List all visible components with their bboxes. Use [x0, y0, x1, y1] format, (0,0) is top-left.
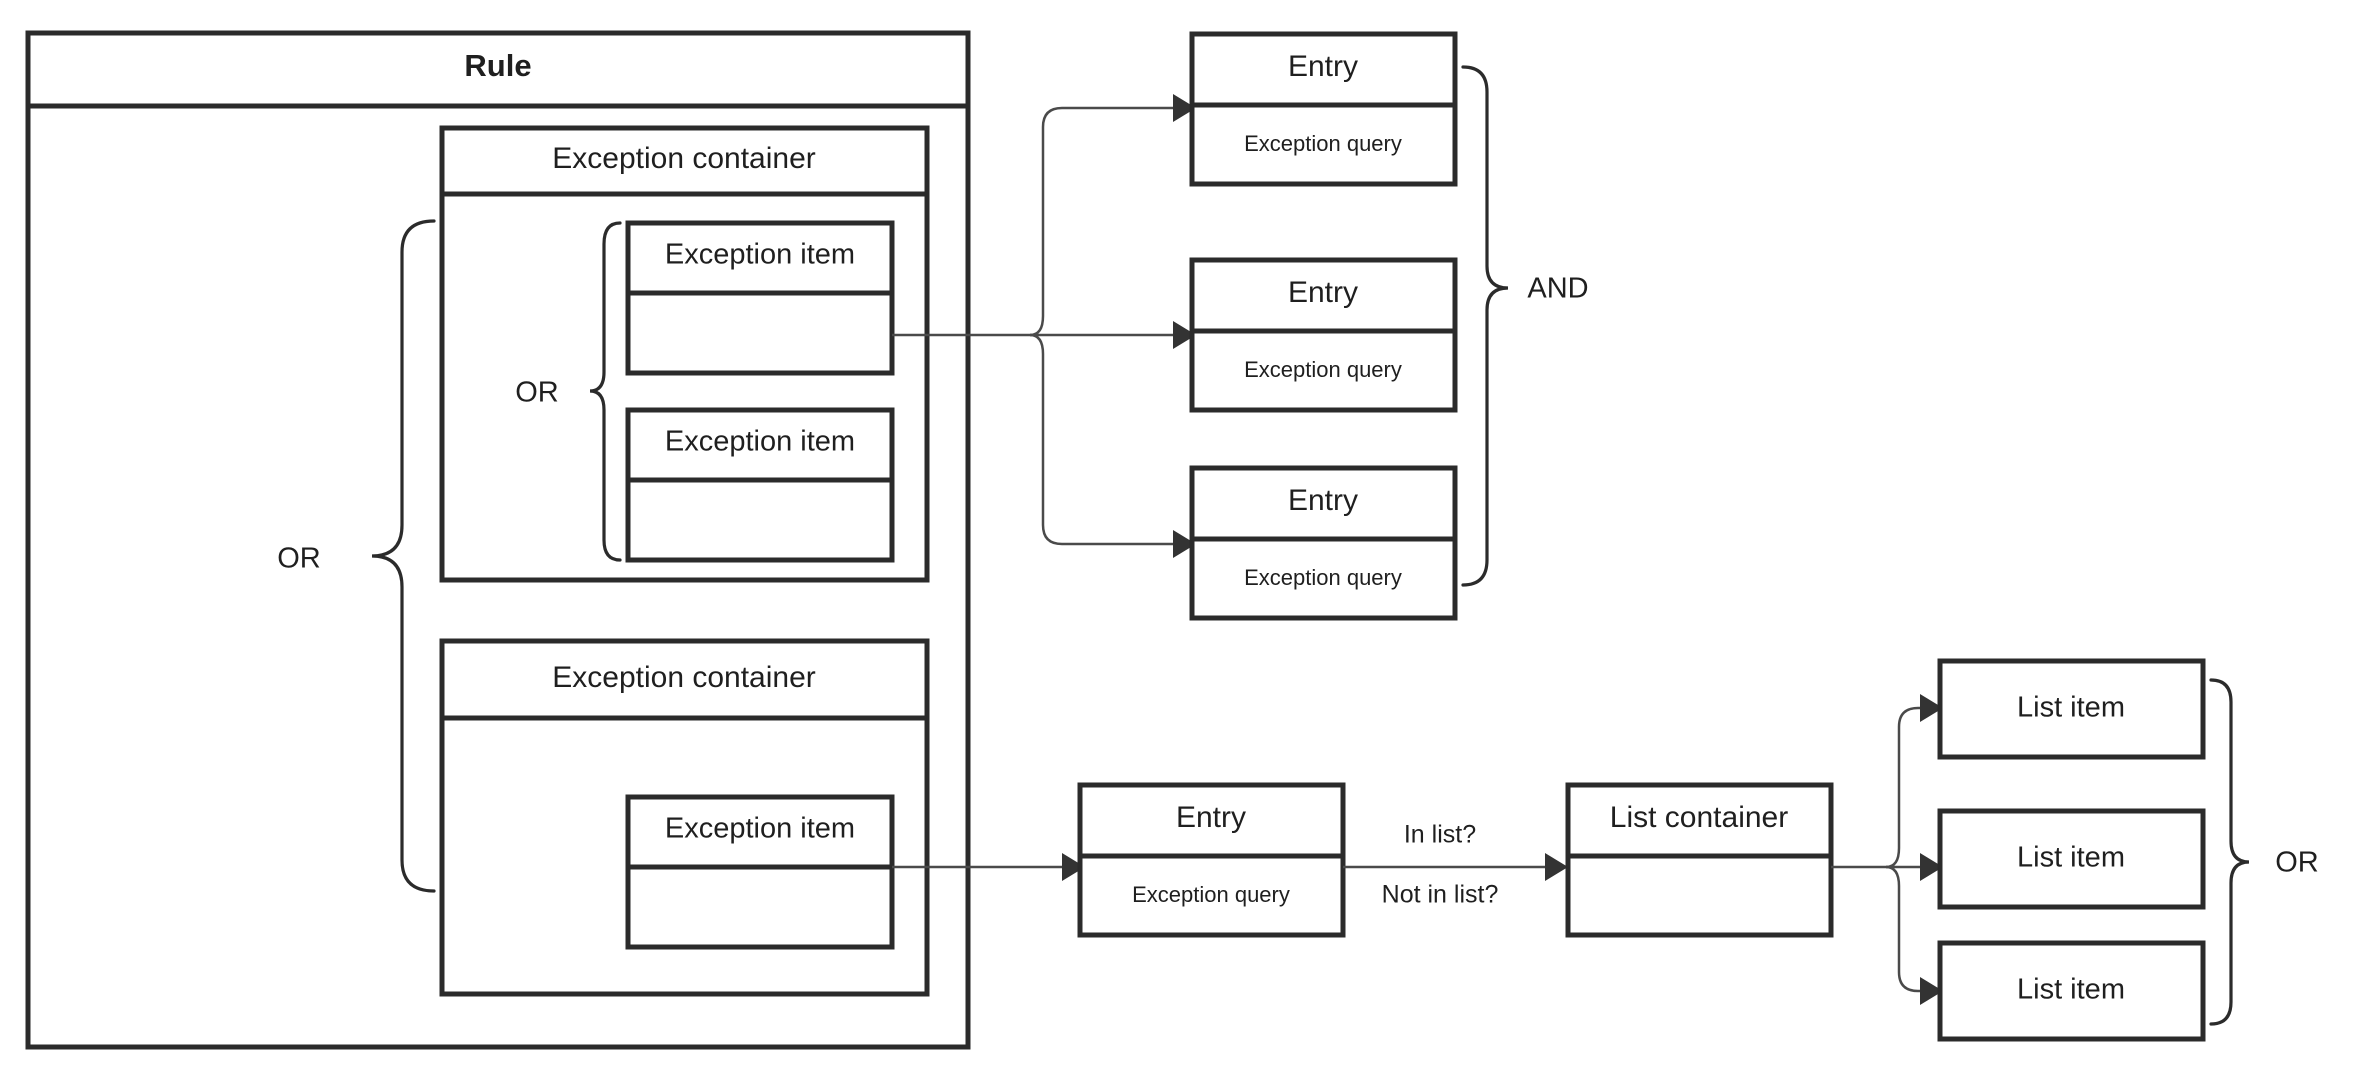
exception-item-title: Exception item [665, 239, 855, 271]
exception-item[interactable]: Exception item [625, 794, 895, 950]
arrowhead-icon [1173, 530, 1196, 558]
list-item-label: List item [2017, 974, 2125, 1006]
entry-subtitle: Exception query [1244, 357, 1402, 382]
arrowhead-icon [1173, 321, 1196, 349]
entry-title: Entry [1288, 484, 1358, 517]
entry-box-bottom[interactable]: Entry Exception query [1077, 782, 1346, 938]
entry-bottom-subtitle: Exception query [1132, 882, 1290, 907]
list-container-box[interactable]: List container [1565, 782, 1834, 938]
edge-label-not-in-list: Not in list? [1382, 881, 1499, 909]
edge-label-in-list: In list? [1404, 821, 1476, 849]
or-brace-containers: OR [277, 219, 436, 893]
exception-container-1-title: Exception container [552, 142, 816, 175]
arrowhead-icon [1062, 853, 1085, 881]
arrowhead-icon [1920, 694, 1943, 722]
list-container-title: List container [1610, 801, 1788, 834]
connector-fork-list-items [1831, 694, 1943, 1005]
or-brace-list-items: OR [2209, 678, 2319, 1026]
arrowhead-icon [1173, 94, 1196, 122]
exception-container-1[interactable]: Exception container Exception item Excep… [439, 125, 930, 583]
list-item[interactable]: List item [1937, 658, 2206, 760]
exception-container-2[interactable]: Exception container Exception item [439, 638, 930, 997]
arrowhead-icon [1545, 853, 1568, 881]
and-brace-entries: AND [1461, 65, 1589, 587]
entry-title: Entry [1288, 276, 1358, 309]
entry-subtitle: Exception query [1244, 565, 1402, 590]
entry-subtitle: Exception query [1244, 131, 1402, 156]
entry-box[interactable]: Entry Exception query [1189, 31, 1458, 187]
list-item[interactable]: List item [1937, 808, 2206, 910]
rule-title: Rule [464, 48, 531, 83]
exception-item[interactable]: Exception item [625, 220, 895, 376]
and-label-entries: AND [1527, 273, 1588, 305]
connector-fork-entries [892, 94, 1196, 558]
entry-title: Entry [1288, 50, 1358, 83]
list-item-label: List item [2017, 692, 2125, 724]
or-brace-items: OR [515, 221, 622, 562]
arrowhead-icon [1920, 853, 1943, 881]
exception-item[interactable]: Exception item [625, 407, 895, 563]
arrowhead-icon [1920, 977, 1943, 1005]
exception-item-title: Exception item [665, 813, 855, 845]
list-item-label: List item [2017, 842, 2125, 874]
connector-item-to-entry [892, 853, 1085, 881]
connector-entry-to-list-container: In list? Not in list? [1343, 821, 1568, 909]
list-item[interactable]: List item [1937, 940, 2206, 1042]
exception-item-title: Exception item [665, 426, 855, 458]
or-label-items: OR [515, 377, 559, 409]
entry-bottom-title: Entry [1176, 801, 1246, 834]
entry-box[interactable]: Entry Exception query [1189, 257, 1458, 413]
or-label-list-items: OR [2275, 847, 2319, 879]
exception-container-2-title: Exception container [552, 661, 816, 694]
or-label-containers: OR [277, 543, 321, 575]
entry-box[interactable]: Entry Exception query [1189, 465, 1458, 621]
